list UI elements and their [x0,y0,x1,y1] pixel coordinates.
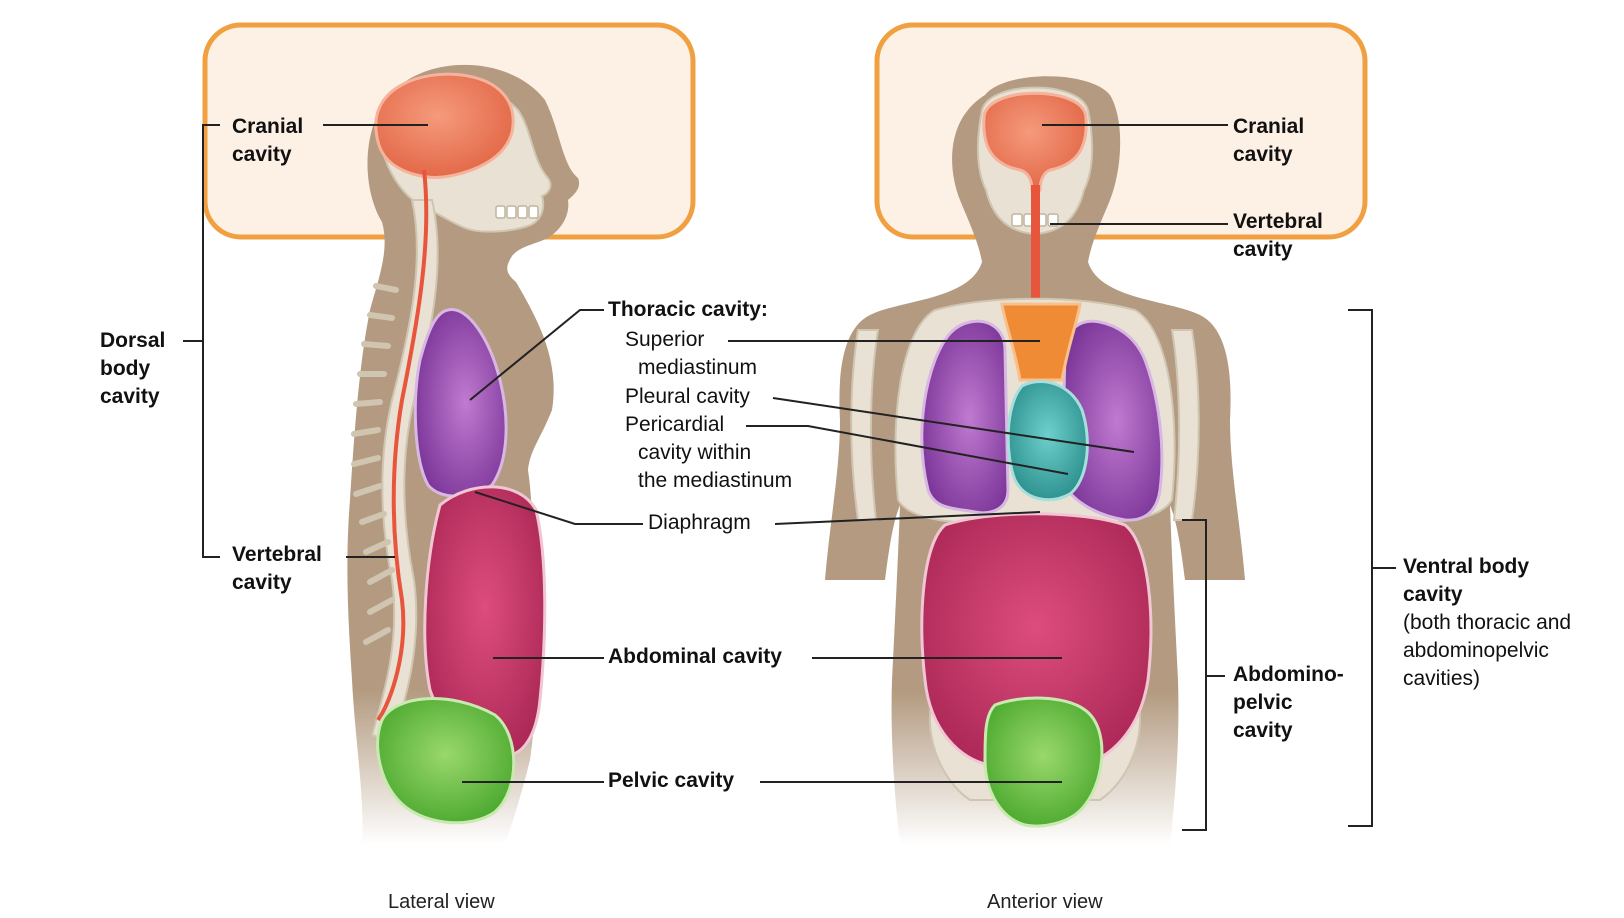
lateral-vertebrae [351,283,399,645]
label-pleural-cavity: Pleural cavity [625,385,750,408]
lateral-pelvic-cavity [376,697,516,825]
lateral-abdominal-cavity [423,485,547,758]
label-superior-mediastinum: Superior mediastinum [625,328,758,379]
anterior-figure [825,76,1245,845]
anterior-cranial-cavity [982,91,1088,192]
lateral-cranial-cavity [374,72,515,179]
anterior-left-pleural-cavity [920,319,1010,515]
label-vertebral-cavity-anterior: Vertebral cavity [1233,210,1323,261]
label-pericardial-cavity: Pericardial cavity within the mediastinu… [625,413,793,492]
lateral-figure [347,64,580,845]
leader-lines [183,124,1396,831]
lateral-spinal-cord [376,169,429,722]
label-cranial-cavity-anterior: Cranial cavity [1233,115,1305,166]
label-pelvic-cavity: Pelvic cavity [608,769,735,792]
anterior-pelvic-cavity [983,696,1104,828]
anterior-superior-mediastinum [1000,302,1082,382]
ventral-bracket [1348,309,1373,827]
label-abdominopelvic-cavity: Abdomino- pelvic cavity [1233,663,1344,742]
label-thoracic-cavity: Thoracic cavity: [608,298,768,321]
label-vertebral-cavity-lateral: Vertebral cavity [232,543,322,594]
caption-anterior-view: Anterior view [987,891,1103,913]
label-dorsal-body-cavity: Dorsal body cavity [100,329,166,408]
anterior-pericardial-cavity [1006,379,1089,502]
anterior-arm-bones [850,329,1200,521]
caption-lateral-view: Lateral view [388,891,495,913]
label-ventral-body-cavity: Ventral body cavity (both thoracic and a… [1403,555,1572,690]
label-cranial-cavity-lateral: Cranial cavity [232,115,304,166]
label-abdominal-cavity: Abdominal cavity [608,645,782,668]
lateral-teeth [495,205,539,219]
label-diaphragm: Diaphragm [648,511,751,534]
anterior-vertebral-cavity [1031,185,1040,300]
